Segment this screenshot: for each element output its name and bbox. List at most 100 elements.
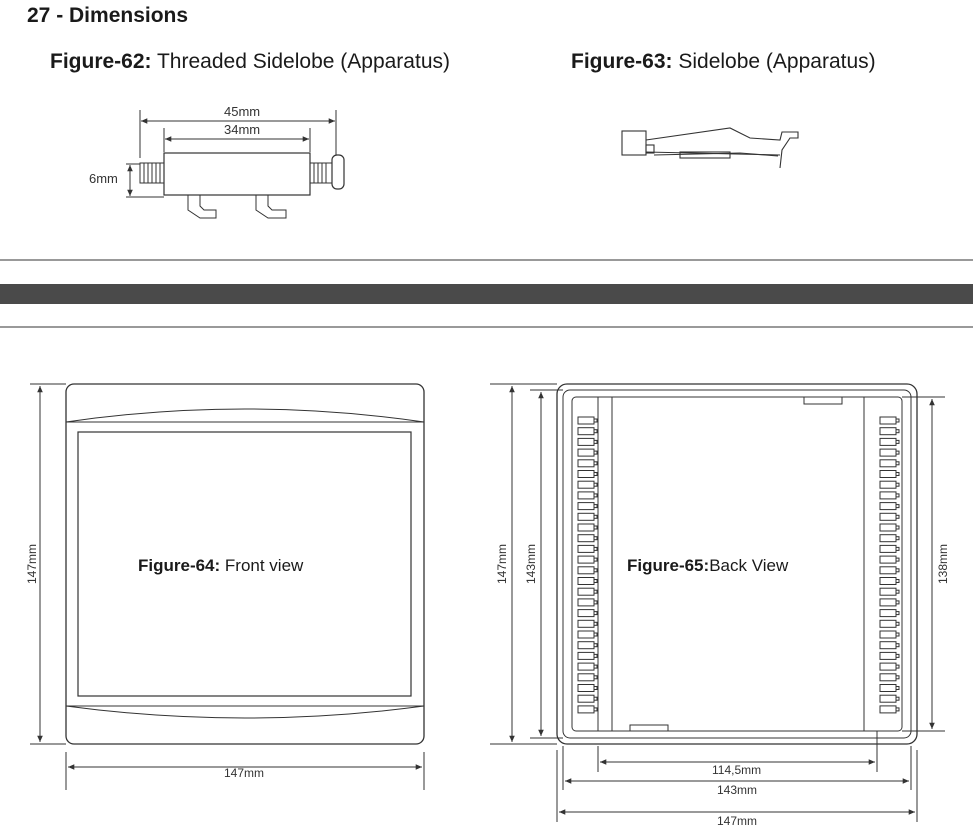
figure-62-drawing — [126, 110, 345, 219]
terminal-pin-tab — [593, 600, 598, 605]
terminal-pin-tab — [895, 493, 900, 498]
terminal-pin — [577, 662, 595, 671]
figure-63-label: Figure-63: — [571, 50, 673, 73]
terminal-pin-tab — [895, 472, 900, 476]
terminal-pin-tab — [895, 482, 900, 487]
terminal-pin-tab — [593, 504, 598, 509]
figure-63-drawing — [621, 127, 799, 169]
terminal-pin-tab — [895, 461, 900, 466]
terminal-pin — [577, 523, 595, 532]
terminal-pin — [879, 598, 897, 607]
figure-65-title: Back View — [709, 556, 789, 575]
section-title: 27 - Dimensions — [27, 4, 189, 27]
terminal-pin — [577, 684, 595, 692]
terminal-pin — [577, 437, 595, 446]
terminal-pin-tab — [593, 675, 598, 680]
terminal-pin — [879, 577, 897, 585]
terminal-pin-tab — [895, 686, 900, 690]
terminal-pins-left — [577, 416, 598, 714]
terminal-pin-tab — [895, 611, 900, 616]
terminal-pin-tab — [895, 514, 900, 519]
terminal-pin-tab — [895, 439, 900, 444]
figure-64-drawing — [30, 383, 425, 790]
terminal-pin-tab — [593, 525, 598, 530]
terminal-pin-tab — [895, 418, 900, 423]
terminal-pin-tab — [593, 579, 598, 583]
terminal-pin-tab — [593, 514, 598, 519]
terminal-pin — [577, 577, 595, 585]
terminal-pin-tab — [895, 429, 900, 434]
terminal-pin-tab — [593, 418, 598, 423]
terminal-pin-tab — [593, 472, 598, 476]
figure-65-label: Figure-65: — [627, 556, 710, 575]
section-divider-band — [0, 284, 973, 304]
terminal-pin-tab — [593, 482, 598, 487]
terminal-pin — [577, 534, 595, 543]
terminal-pin — [879, 662, 897, 671]
figure-65-drawing — [490, 383, 945, 822]
terminal-pin — [879, 630, 897, 639]
terminal-pin — [577, 673, 595, 682]
dim-back-cutout-height: 138mm — [936, 543, 950, 584]
terminal-pin-tab — [593, 643, 598, 648]
dim-front-height: 147mm — [25, 543, 39, 584]
terminal-pin-tab — [895, 557, 900, 562]
figure-64-title: Front view — [220, 556, 304, 575]
terminal-pin — [577, 566, 595, 575]
figure-64-caption: Figure-64: Front view — [138, 556, 303, 576]
terminal-pin — [879, 437, 897, 446]
terminal-pin — [577, 427, 595, 436]
terminal-pin-tab — [895, 621, 900, 626]
terminal-pin — [577, 459, 595, 468]
terminal-pin-tab — [593, 461, 598, 466]
terminal-pin-tab — [593, 450, 598, 455]
figure-63-caption: Figure-63: Sidelobe (Apparatus) — [571, 50, 876, 74]
terminal-pin — [879, 587, 897, 596]
terminal-pin-tab — [593, 664, 598, 669]
terminal-pin — [879, 555, 897, 564]
dim-back-inner-height: 143mm — [524, 543, 538, 584]
terminal-pin — [879, 641, 897, 650]
figure-65-caption: Figure-65:Back View — [627, 556, 788, 576]
terminal-pin — [879, 427, 897, 436]
terminal-pin — [879, 416, 897, 425]
terminal-pin-tab — [895, 653, 900, 658]
terminal-pin-tab — [593, 546, 598, 551]
terminal-pin — [879, 673, 897, 682]
terminal-pin — [577, 448, 595, 457]
terminal-pin-tab — [895, 525, 900, 530]
terminal-pin-tab — [895, 450, 900, 455]
dim-module-width: 114,5mm — [712, 763, 762, 777]
terminal-pin — [879, 694, 897, 703]
terminal-pin-tab — [593, 611, 598, 616]
dim-back-outer-width: 147mm — [717, 814, 758, 828]
figure-62-title: Threaded Sidelobe (Apparatus) — [151, 50, 450, 73]
terminal-pin — [577, 480, 595, 489]
dim-overall-45mm: 45mm — [224, 104, 261, 119]
terminal-pin-tab — [895, 568, 900, 573]
terminal-pin-tab — [593, 557, 598, 562]
terminal-pin — [879, 448, 897, 457]
terminal-pin-tab — [593, 707, 598, 712]
terminal-pin — [577, 651, 595, 660]
terminal-pin-tab — [895, 632, 900, 637]
dim-height-6mm: 6mm — [89, 171, 118, 186]
terminal-pin-tab — [593, 589, 598, 594]
terminal-pin-tab — [895, 696, 900, 701]
terminal-pin — [577, 694, 595, 703]
figure-62-label: Figure-62: — [50, 50, 152, 73]
terminal-pin — [879, 651, 897, 660]
terminal-pin-tab — [895, 707, 900, 712]
terminal-pin-tab — [895, 664, 900, 669]
terminal-pin — [577, 619, 595, 628]
terminal-pin — [577, 630, 595, 639]
terminal-pin-tab — [593, 493, 598, 498]
terminal-pin-tab — [593, 621, 598, 626]
terminal-pin — [879, 459, 897, 468]
terminal-pins-right — [879, 416, 900, 714]
terminal-pin — [577, 609, 595, 618]
terminal-pin — [577, 512, 595, 521]
terminal-pin-tab — [895, 675, 900, 680]
terminal-pin — [879, 512, 897, 521]
